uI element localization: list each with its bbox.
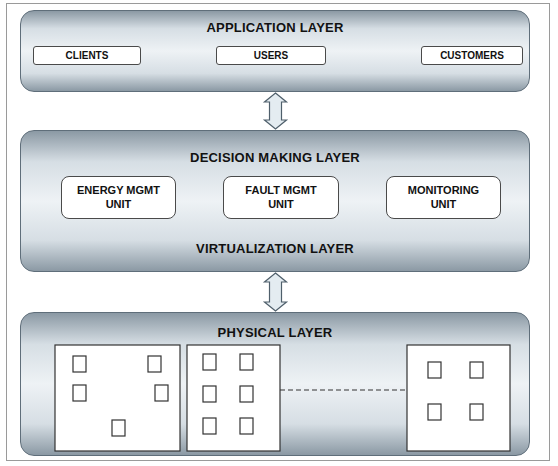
layer-item-box: CLIENTS	[33, 46, 141, 65]
box-label: ENERGY MGMT UNIT	[76, 184, 161, 212]
box-label: MONITORING UNIT	[401, 184, 486, 212]
layer-title: PHYSICAL LAYER	[21, 325, 529, 340]
layer-item-box: CUSTOMERS	[421, 46, 523, 65]
double-block-arrow	[265, 273, 287, 311]
layer-band: DECISION MAKING LAYER VIRTUALIZATION LAYE…	[20, 130, 530, 272]
box-label: FAULT MGMT UNIT	[238, 184, 324, 212]
layer-title: APPLICATION LAYER	[21, 20, 529, 35]
box-label: CLIENTS	[66, 50, 109, 61]
layer-item-box: USERS	[216, 46, 326, 65]
box-label: USERS	[254, 50, 288, 61]
layer-band: PHYSICAL LAYER	[20, 312, 530, 456]
frame-border	[7, 4, 550, 461]
layer-title: DECISION MAKING LAYER	[21, 150, 529, 165]
double-block-arrow	[265, 93, 287, 129]
layer-title: VIRTUALIZATION LAYER	[21, 241, 529, 256]
unit-box: ENERGY MGMT UNIT	[61, 176, 176, 219]
layer-band: APPLICATION LAYER CLIENTS USERS CUSTOMERS	[20, 10, 530, 92]
unit-box: FAULT MGMT UNIT	[223, 176, 339, 219]
box-label: CUSTOMERS	[440, 50, 504, 61]
unit-box: MONITORING UNIT	[386, 176, 501, 219]
